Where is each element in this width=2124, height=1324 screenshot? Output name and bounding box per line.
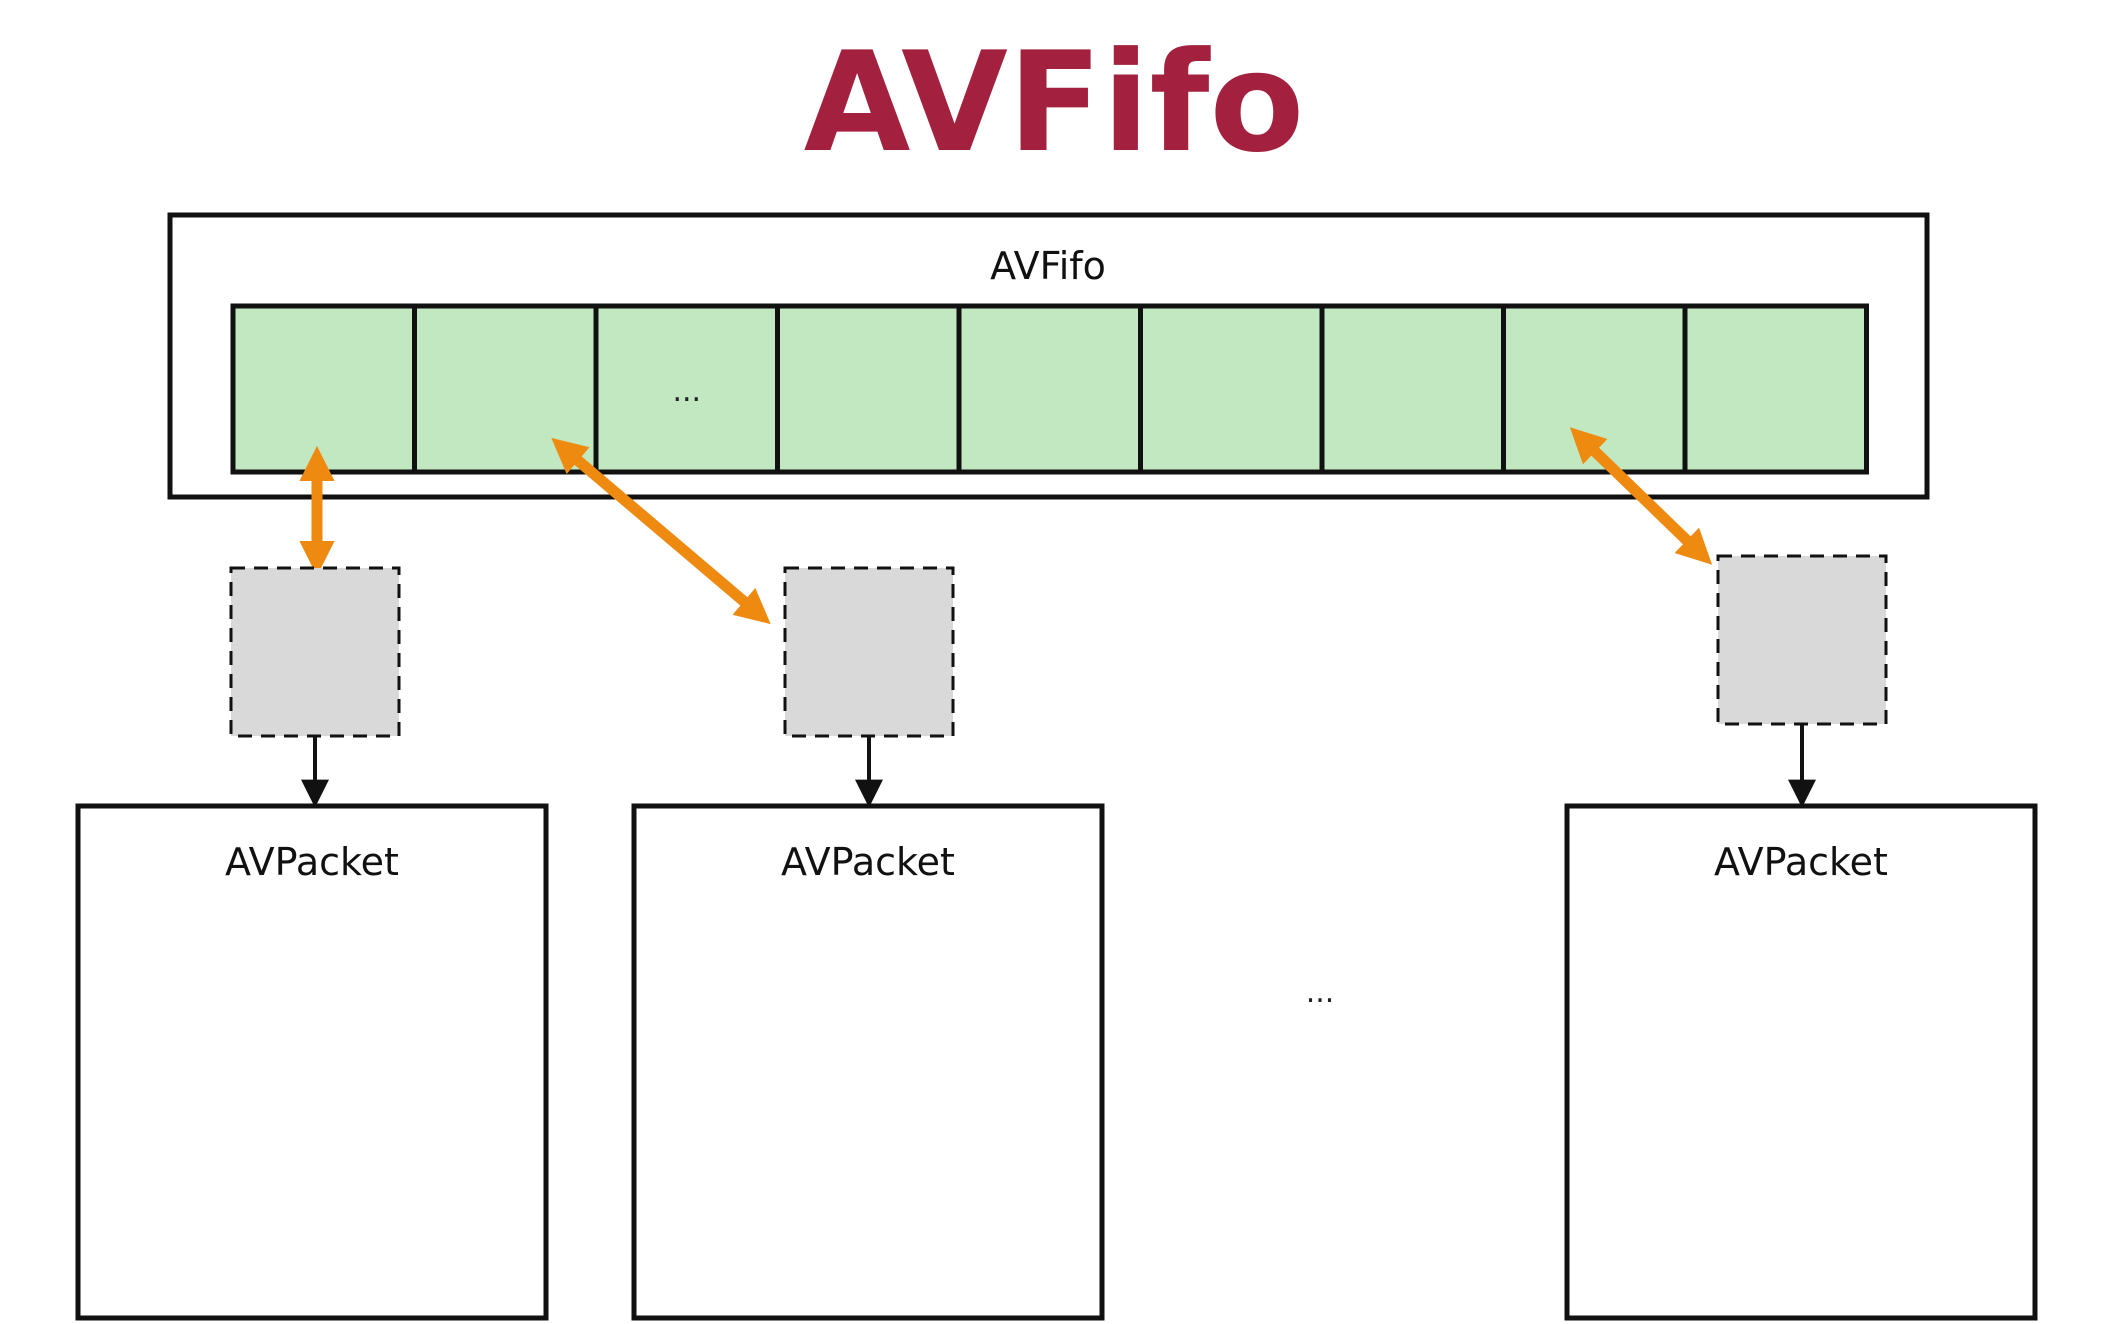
- pointer-box: [229, 566, 401, 738]
- packet-box: [631, 803, 1105, 1321]
- fifo-slot: [775, 303, 962, 475]
- fifo-slot: [1319, 303, 1506, 475]
- page-title: AVFifo: [804, 22, 1305, 183]
- packet-label: AVPacket: [1714, 840, 1888, 884]
- packet-label: AVPacket: [781, 840, 955, 884]
- pointer-arrows: [301, 724, 1816, 808]
- packet-box: [75, 803, 549, 1321]
- fifo-slot: [230, 303, 417, 475]
- pointer-box: [783, 566, 955, 738]
- fifo-slot: [956, 303, 1143, 475]
- fifo-slot-row: ...: [230, 303, 1869, 475]
- packet-box: [1564, 803, 2038, 1321]
- slot-link-arrows: [299, 427, 1713, 625]
- slot-pointer-arrow: [551, 437, 771, 625]
- pointer-box: [1716, 554, 1888, 726]
- fifo-slot: [1138, 303, 1325, 475]
- pointer-boxes: [229, 554, 1888, 738]
- fifo-slot: [1682, 303, 1869, 475]
- packets-ellipsis: ...: [1306, 975, 1335, 1010]
- slot-pointer-arrow: [1569, 427, 1713, 565]
- packet-label: AVPacket: [225, 840, 399, 884]
- fifo-label: AVFifo: [990, 244, 1106, 288]
- fifo-slot-ellipsis: ...: [672, 374, 701, 409]
- packet-boxes: AVPacket AVPacket AVPacket: [75, 803, 2038, 1321]
